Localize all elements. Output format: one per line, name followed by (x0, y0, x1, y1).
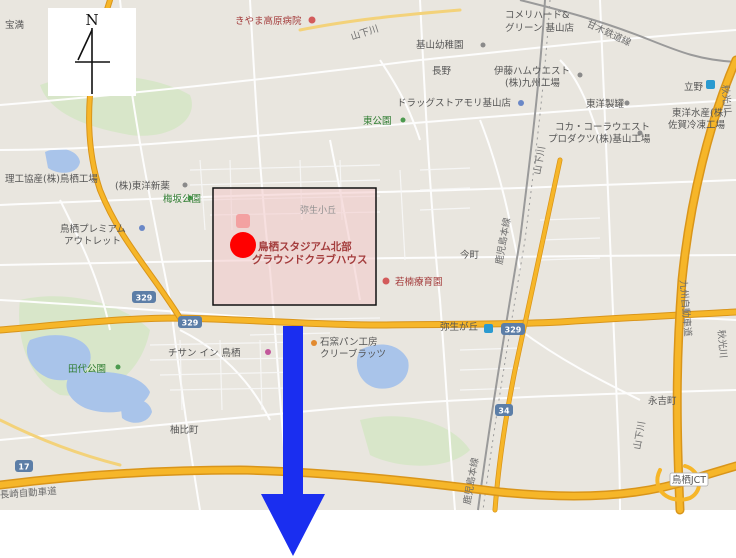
label-wakaba-hospital: 若楠療育園 (395, 276, 443, 288)
svg-text:329: 329 (136, 294, 153, 303)
label-conpa: コメリハード& (505, 10, 570, 21)
rail-amagi (519, 0, 736, 63)
poi-factory-icon (182, 182, 188, 188)
route-shield-34: 34 (495, 404, 513, 416)
water-bodies (26, 148, 409, 423)
poi-school-icon (480, 42, 486, 48)
north-arrow-icon (75, 28, 110, 94)
svg-text:17: 17 (18, 463, 29, 472)
label-toyo-shinyaku: (株)東洋新薬 (115, 180, 170, 192)
poi-restaurant-icon (311, 340, 317, 346)
north-compass: N (48, 8, 136, 96)
compass-north-letter: N (85, 11, 98, 29)
label-kiyama-hospital: きやま高原病院 (235, 15, 302, 27)
label-tosu-premium: 鳥栖プレミアム (60, 223, 126, 235)
label-toyo-suisan-2: 佐賀冷凍工場 (668, 119, 726, 131)
label-yamashita-gawa-2: 山下川 (532, 146, 548, 176)
route-shield-329-central: 329 (178, 316, 202, 328)
label-tashiro-park: 田代公園 (68, 364, 106, 375)
label-ito-ham: 伊藤ハムウエスト (494, 65, 570, 77)
poi-park-icon (400, 117, 406, 123)
route-shield-329-east: 329 (501, 323, 525, 335)
label-yamashita-gawa-3: 山下川 (632, 421, 648, 451)
pond-south (120, 398, 152, 423)
minor-roads (0, 0, 736, 511)
direction-arrow-icon (261, 326, 325, 556)
label-kyushu-expressway: 九州自動車道 (677, 279, 694, 337)
label-kiyama-kindergarten: 基山幼稚園 (416, 39, 464, 51)
page-footer-area (0, 510, 736, 558)
label-stadium-2: グラウンドクラブハウス (252, 253, 368, 266)
poi-store-icon (518, 100, 524, 106)
label-toyo-suisan: 東洋水産(株) (672, 107, 727, 119)
label-akiba-gawa: 秋光川 (719, 84, 733, 113)
label-drugstore: ドラッグストアモリ基山店 (397, 97, 511, 109)
label-nagasaki-expressway: 長崎自動車道 (0, 485, 58, 501)
road-south-left (0, 418, 122, 467)
stadium-icon (236, 214, 250, 228)
pond-northwest (45, 148, 80, 173)
label-rikagaku: 理工協産(株)鳥栖工場 (5, 173, 98, 185)
park-area-south (360, 416, 470, 466)
label-tosu-premium-2: アウトレット (64, 236, 121, 247)
label-tachino: 立野 (684, 81, 704, 93)
tosu-jct-badge: 鳥栖JCT (669, 472, 709, 487)
label-yanagihara: 柚比町 (170, 424, 199, 436)
label-ishimura-bakery: 石窯パン工房 (320, 336, 377, 348)
label-akiba-gawa-2: 秋光川 (715, 329, 729, 358)
route-shield-329-west: 329 (132, 291, 156, 303)
svg-text:鳥栖JCT: 鳥栖JCT (672, 474, 706, 486)
svg-text:329: 329 (182, 319, 199, 328)
label-takara: 宝満 (5, 19, 25, 31)
route-shield-17: 17 (15, 460, 33, 472)
svg-text:329: 329 (505, 326, 522, 335)
label-coca-cola: コカ・コーラウエスト (555, 122, 650, 133)
poi-factory-icon (577, 72, 583, 78)
poi-markers (115, 16, 715, 370)
label-baizaka-park: 梅坂公園 (163, 193, 201, 205)
location-marker (230, 232, 256, 258)
label-imamachi: 今町 (460, 249, 480, 261)
label-stadium: 鳥栖スタジアム北部 (258, 240, 352, 253)
railways (477, 0, 736, 511)
label-yayoigaoka: 弥生が丘 (440, 321, 479, 333)
station-icon (706, 80, 715, 89)
station-icon (484, 324, 493, 333)
label-nagayoshi: 永吉町 (648, 395, 677, 407)
pond-west (26, 335, 91, 381)
poi-hospital-icon (382, 277, 390, 285)
label-nagano: 長野 (432, 66, 452, 77)
label-conpa-2: グリーン 基山店 (505, 22, 574, 34)
poi-hotel-icon (265, 349, 271, 355)
label-yayoi-elem: 弥生小丘 (300, 204, 336, 216)
poi-hospital-icon (308, 16, 316, 24)
label-ishimura-bakery-2: クリーブラッツ (320, 348, 386, 360)
svg-text:34: 34 (498, 407, 510, 416)
poi-park-icon (187, 195, 193, 201)
label-chisan-inn: チサン イン 鳥栖 (168, 347, 241, 359)
label-ito-ham-2: (株)九州工場 (505, 77, 560, 89)
label-toyo-seikan: 東洋製罐 (586, 98, 625, 110)
poi-store-icon (139, 225, 145, 231)
poi-factory-icon (624, 100, 630, 106)
road-north-center (298, 8, 462, 32)
poi-park-icon (115, 364, 121, 370)
label-coca-cola-2: プロダクツ(株)基山工場 (548, 133, 651, 145)
label-higashi-park: 東公園 (363, 115, 392, 127)
pond-central (356, 344, 409, 389)
railway-ties (482, 0, 551, 511)
rail-kagoshima-main (477, 0, 546, 511)
poi-factory-icon (637, 130, 643, 136)
